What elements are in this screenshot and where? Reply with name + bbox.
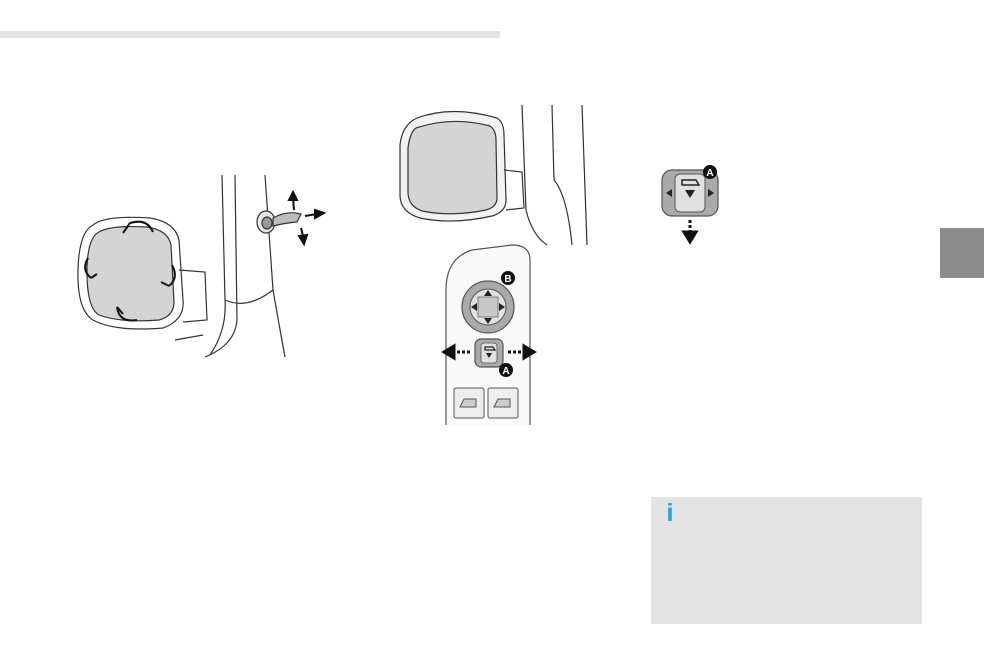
svg-text:B: B bbox=[504, 274, 511, 285]
mirror-glass bbox=[86, 225, 175, 322]
label-a-badge: A bbox=[499, 363, 513, 377]
adjustment-lever bbox=[256, 210, 302, 234]
electric-mirror-illustration: B A bbox=[399, 104, 588, 425]
manual-mirror-illustration bbox=[77, 174, 327, 358]
mirror-fold-illustration: A bbox=[661, 165, 719, 245]
svg-text:A: A bbox=[706, 168, 713, 179]
header-rule bbox=[0, 31, 500, 38]
mirror-joystick-b bbox=[461, 280, 515, 334]
door-control-panel bbox=[445, 244, 531, 425]
chapter-tab[interactable] bbox=[940, 228, 984, 278]
mirror-selector-a bbox=[474, 338, 504, 368]
label-a-badge: A bbox=[703, 165, 717, 179]
svg-text:A: A bbox=[502, 366, 509, 377]
label-b-badge: B bbox=[501, 271, 515, 285]
info-icon: i bbox=[666, 499, 674, 527]
info-box: i bbox=[651, 497, 922, 624]
mirror-glass bbox=[407, 120, 498, 215]
window-switches bbox=[453, 387, 519, 419]
